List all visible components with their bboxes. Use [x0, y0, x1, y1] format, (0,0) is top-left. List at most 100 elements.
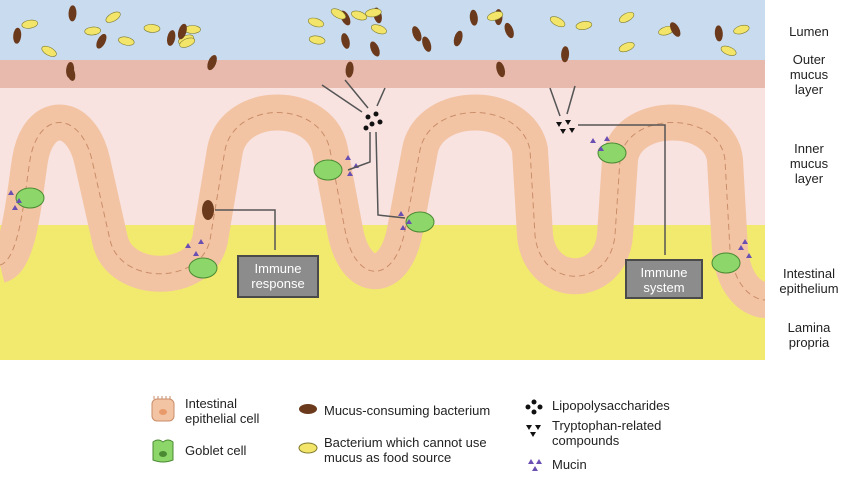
box-label-line: response: [251, 276, 305, 291]
mucus-bacterium: [561, 46, 570, 63]
mucus-bacterium: [177, 23, 187, 40]
legend-other-bacterium: Bacterium which cannot use mucus as food…: [324, 435, 487, 465]
lps-icon: [525, 399, 543, 415]
layer-label-epithelium: Intestinal epithelium: [768, 266, 850, 296]
arrow-lps-1: [321, 84, 363, 113]
non-mucus-bacterium: [370, 24, 387, 35]
box-label-line: Immune: [640, 265, 688, 280]
non-mucus-bacterium: [575, 21, 593, 30]
mucus-bacterium: [496, 61, 506, 78]
arrow-lps-down: [375, 131, 406, 219]
lps-dot: [369, 121, 375, 127]
layer-label-outer-mucus: Outer mucus layer: [768, 52, 850, 97]
tryptophan-mark: [556, 120, 575, 134]
mucin-icon: [528, 459, 542, 471]
lps-dot: [377, 119, 383, 125]
outer-mucus-region: [0, 60, 765, 88]
goblet-cell: [313, 159, 343, 181]
legend-line: Intestinal: [185, 396, 238, 411]
mucin-cluster: [398, 211, 412, 230]
non-mucus-bacterium: [365, 8, 382, 18]
non-mucus-bacterium: [330, 8, 346, 20]
non-mucus-bacterium: [487, 11, 504, 21]
layer-label-line: layer: [794, 82, 824, 97]
legend-line: Bacterium which cannot use: [324, 435, 487, 450]
mucin-cluster: [185, 239, 204, 256]
layer-label-line: propria: [788, 335, 830, 350]
mucin-cluster: [8, 190, 22, 210]
legend-line: mucus as food source: [324, 450, 452, 465]
goblet-cell: [405, 211, 435, 233]
mucus-bacterium: [412, 26, 422, 42]
layer-label-line: Outer: [792, 52, 826, 67]
non-mucus-bacterium: [618, 42, 635, 53]
mucus-bacterium: [469, 9, 478, 26]
mucus-bacterium: [370, 41, 380, 57]
layer-label-line: Intestinal: [782, 266, 836, 281]
mucin-cluster: [590, 136, 610, 151]
arrow-lps-3: [376, 87, 386, 107]
lps-dot: [365, 114, 371, 120]
mucus-bacterium: [13, 27, 22, 44]
legend-goblet-cell: Goblet cell: [185, 443, 247, 458]
goblet-cell: [15, 187, 45, 209]
lps-dot: [373, 111, 379, 117]
mucus-bacterium: [68, 5, 77, 22]
legend-mucin: Mucin: [552, 457, 587, 472]
arrow-trp-2: [566, 85, 576, 115]
non-mucus-bacterium: [21, 19, 39, 29]
non-mucus-bacterium: [41, 45, 57, 57]
lps-dot: [363, 125, 369, 131]
non-mucus-bacterium: [118, 36, 135, 46]
goblet-cell: [597, 142, 627, 164]
layer-label-line: mucus: [789, 156, 829, 171]
immune-response-box: Immune response: [237, 255, 319, 298]
legend-line: Tryptophan-related: [552, 418, 662, 433]
non-mucus-bacterium: [308, 35, 326, 45]
layer-label-line: epithelium: [779, 281, 839, 296]
arrow-trp-1: [549, 87, 561, 117]
non-mucus-bacterium: [549, 16, 566, 28]
mucus-bacterium: [66, 65, 76, 81]
non-mucus-bacterium: [307, 17, 325, 28]
arrow-lps-2: [344, 79, 369, 109]
mucus-bacterium: [714, 25, 723, 42]
non-mucus-bacterium: [179, 37, 196, 48]
legend-line: epithelial cell: [185, 411, 260, 426]
other-bacterium-icon: [298, 442, 318, 454]
non-mucus-bacterium: [143, 24, 161, 33]
mucus-bacterium: [96, 33, 107, 49]
gut-mucosa-diagram: [0, 0, 765, 360]
mucin-marks: [8, 136, 752, 258]
epithelial-cell-icon: [151, 396, 175, 422]
legend-tryptophan: Tryptophan-related compounds: [552, 418, 661, 448]
mucin-cluster: [345, 155, 359, 176]
arrow-lps-to-goblet: [347, 132, 371, 171]
layer-label-lamina: Lamina propria: [768, 320, 850, 350]
non-mucus-bacterium: [720, 45, 737, 56]
non-mucus-bacterium: [84, 26, 101, 36]
goblet-cell: [711, 252, 741, 274]
mucin-cluster: [738, 239, 752, 258]
lps-cluster: [363, 111, 383, 131]
mucus-bacterium: [207, 55, 217, 71]
mucus-bacterium: [166, 30, 176, 46]
goblet-cells: [15, 142, 741, 279]
bacteria-group: [13, 5, 750, 81]
mucus-bacterium: [341, 33, 350, 49]
immune-system-box: Immune system: [625, 259, 703, 299]
goblet-cell: [188, 257, 218, 279]
layer-label-line: layer: [794, 171, 824, 186]
inner-mucus-crypts: [0, 112, 765, 225]
non-mucus-bacterium: [105, 11, 121, 23]
legend-mucus-bacterium: Mucus-consuming bacterium: [324, 403, 491, 418]
box-label-line: system: [643, 280, 685, 295]
legend-line: compounds: [552, 433, 620, 448]
epithelium-outline: [0, 112, 765, 301]
mucus-bacterium: [453, 30, 463, 47]
non-mucus-bacterium: [733, 24, 750, 35]
mucus-bacterium: [422, 36, 432, 52]
layer-label-line: mucus: [789, 67, 829, 82]
box-label-line: Immune: [254, 261, 302, 276]
legend-epithelial-cell: Intestinal epithelial cell: [185, 396, 259, 426]
